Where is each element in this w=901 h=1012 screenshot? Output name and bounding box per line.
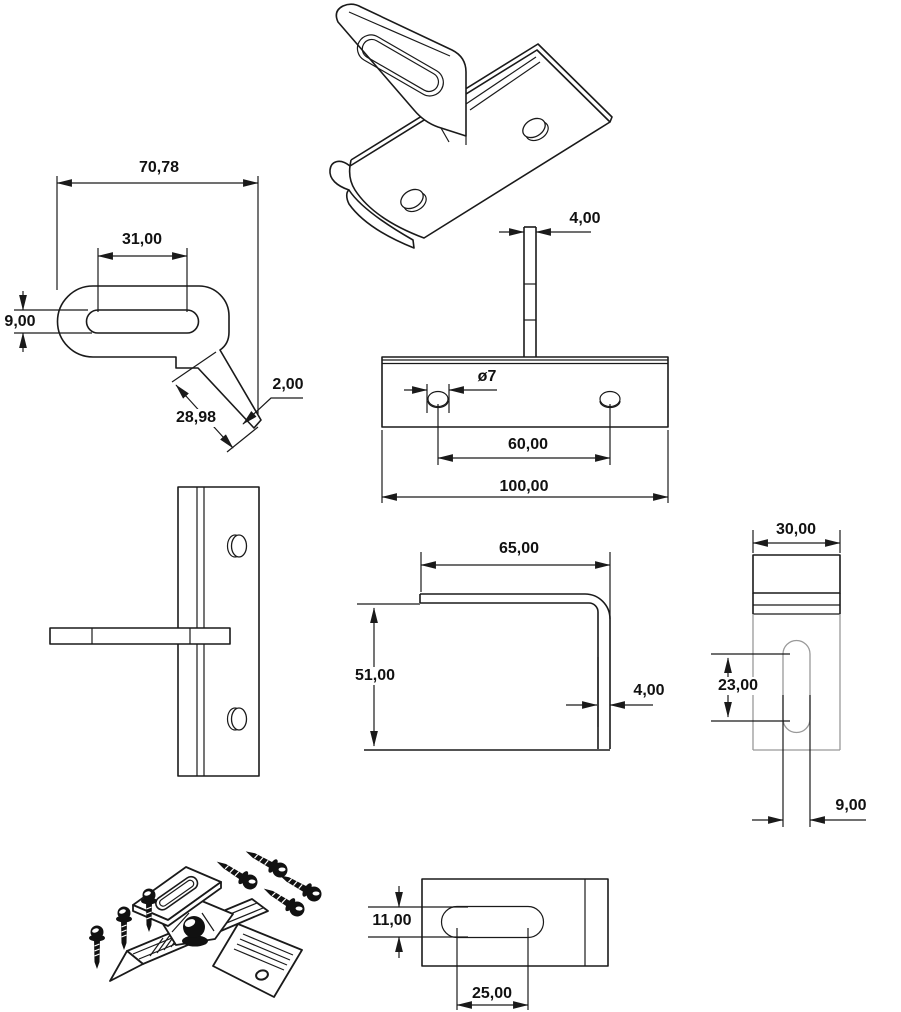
dim-label-front-base-width: 100,00 bbox=[499, 478, 549, 495]
dim-label-plan-slot-spacing: 25,00 bbox=[471, 985, 513, 1002]
dim-label-plan-slot-width: 11,00 bbox=[369, 912, 415, 930]
tab-face-view-drawing bbox=[14, 176, 303, 453]
dim-label-lprofile-height: 51,00 bbox=[351, 667, 399, 685]
angled-screw bbox=[279, 875, 322, 902]
assembly-3d-view-drawing bbox=[89, 851, 322, 998]
angled-screw bbox=[263, 888, 305, 917]
dim-label-front-hole-diameter: ø7 bbox=[477, 368, 497, 385]
side-view-drawing bbox=[711, 530, 866, 827]
standing-screw bbox=[116, 906, 132, 950]
standing-screw bbox=[89, 925, 105, 969]
dim-label-side-slot-spacing: 23,00 bbox=[714, 677, 762, 695]
front-view-drawing bbox=[381, 226, 669, 503]
standing-screw bbox=[141, 888, 157, 932]
dim-label-front-tab-thickness: 4,00 bbox=[569, 210, 601, 227]
angled-screw bbox=[245, 851, 288, 878]
bracket-3d-view-drawing bbox=[329, 3, 613, 249]
dim-label-tab-overall-width: 70,78 bbox=[138, 159, 180, 176]
dim-label-tab-slot-width: 9,00 bbox=[1, 313, 39, 331]
dim-label-tab-slot-spacing: 31,00 bbox=[121, 231, 163, 248]
l-profile-view-drawing bbox=[357, 552, 653, 751]
dim-label-tab-flange-thickness: 2,00 bbox=[272, 376, 304, 393]
dim-label-lprofile-thickness: 4,00 bbox=[633, 682, 665, 699]
dim-label-side-width: 30,00 bbox=[775, 521, 817, 538]
dim-label-front-hole-spacing: 60,00 bbox=[507, 436, 549, 453]
top-view-drawing bbox=[49, 486, 260, 777]
dim-label-lprofile-leg-length: 65,00 bbox=[498, 540, 540, 557]
angled-screw bbox=[216, 861, 258, 890]
dim-label-tab-flange-length: 28,98 bbox=[172, 409, 220, 427]
dim-label-side-slot-width: 9,00 bbox=[835, 797, 867, 814]
plan-slot-view-drawing bbox=[368, 878, 609, 1010]
